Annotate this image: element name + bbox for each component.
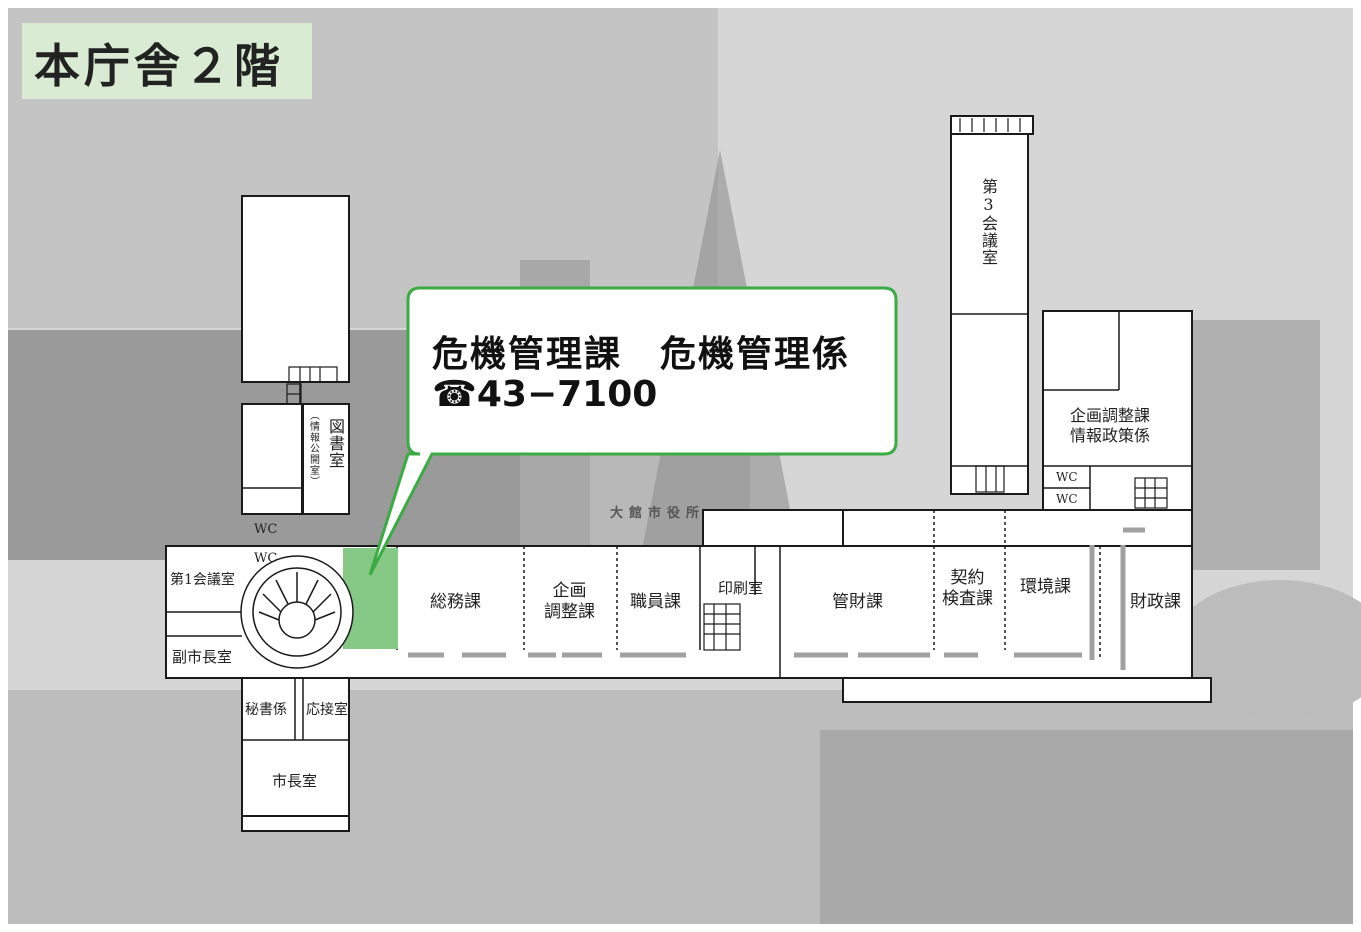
interior-walls bbox=[166, 311, 1192, 741]
room-finance: 財政課 bbox=[1130, 592, 1181, 612]
room-environment: 環境課 bbox=[1020, 577, 1071, 597]
stairs bbox=[286, 118, 1168, 651]
background-sign: 大館市役所 bbox=[610, 506, 706, 521]
highlighted-room bbox=[343, 548, 398, 649]
corridor-markings bbox=[408, 527, 1145, 670]
room-wc-2: WC bbox=[254, 551, 278, 566]
room-library: 図書室 bbox=[326, 418, 345, 469]
floor-title-box bbox=[22, 23, 312, 99]
room-printing: 印刷室 bbox=[718, 579, 764, 597]
phone-number: ☎43−7100 bbox=[432, 374, 658, 415]
room-conference-1: 第1会議室 bbox=[170, 572, 235, 588]
room-personnel: 職員課 bbox=[630, 592, 681, 612]
spiral-staircase bbox=[240, 555, 354, 669]
room-planning-info: 企画調整課 情報政策係 bbox=[1070, 406, 1151, 445]
room-wc-1: WC bbox=[254, 522, 278, 537]
room-vice-mayor: 副市長室 bbox=[172, 648, 233, 666]
floor-title: 本庁舎２階 bbox=[34, 39, 284, 93]
callout-bubble bbox=[368, 286, 898, 576]
room-contract: 契約 検査課 bbox=[942, 568, 993, 610]
room-wc-3: WC bbox=[1056, 470, 1078, 484]
room-mayor: 市長室 bbox=[272, 772, 318, 790]
room-library-note: （情報公開室） bbox=[307, 410, 319, 487]
room-secretary: 秘書係 bbox=[245, 702, 287, 718]
room-planning: 企画 調整課 bbox=[544, 581, 595, 623]
building-structure bbox=[165, 115, 1212, 832]
room-reception: 応接室 bbox=[306, 702, 348, 718]
department-name: 危機管理課 危機管理係 bbox=[432, 334, 851, 375]
room-wc-4: WC bbox=[1056, 492, 1078, 506]
room-conference-3: 第3会議室 bbox=[979, 178, 998, 266]
room-general-affairs: 総務課 bbox=[430, 592, 481, 612]
room-property: 管財課 bbox=[832, 592, 883, 612]
